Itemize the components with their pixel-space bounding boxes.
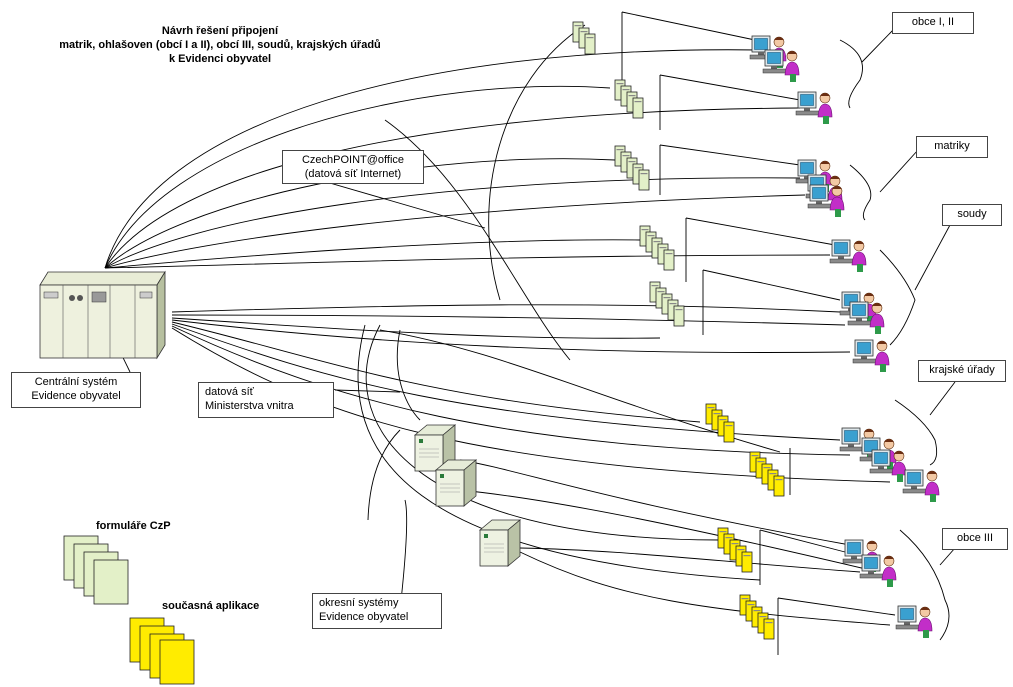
- central-system-label: Centrální systém Evidence obyvatel: [11, 372, 141, 408]
- district-systems-label: okresní systémy Evidence obyvatel: [312, 593, 442, 629]
- group-label-krajske-urady: krajské úřady: [918, 360, 1006, 382]
- legend-current-app-stack-icon: [129, 617, 195, 685]
- mv-network-label: datová síť Ministerstva vnitra: [198, 382, 334, 418]
- central-server-icon: [39, 270, 166, 360]
- group-label-matriky: matriky: [916, 136, 988, 158]
- diagram-title: Návrh řešení připojení matrik, ohlašoven…: [20, 24, 420, 66]
- current-app-doc-stacks: [705, 403, 785, 640]
- title-line-2: matrik, ohlašoven (obcí I a II), obcí II…: [59, 39, 381, 51]
- group-label-soudy: soudy: [942, 204, 1002, 226]
- czp-doc-stacks: [572, 21, 685, 327]
- title-line-3: k Evidenci obyvatel: [168, 53, 272, 65]
- group-label-obce-1-2: obce I, II: [892, 12, 974, 34]
- czechpoint-network-label: CzechPOINT@office (datová síť Internet): [282, 150, 424, 184]
- legend-czp-stack-icon: [63, 535, 129, 605]
- title-line-1: Návrh řešení připojení: [161, 25, 279, 37]
- workstation-icons: [749, 35, 940, 639]
- legend-current-app-label: současná aplikace: [162, 600, 260, 612]
- group-label-obce-3: obce III: [942, 528, 1008, 550]
- legend-forms-label: formuláře CzP: [96, 520, 171, 532]
- group-braces: [111, 27, 956, 641]
